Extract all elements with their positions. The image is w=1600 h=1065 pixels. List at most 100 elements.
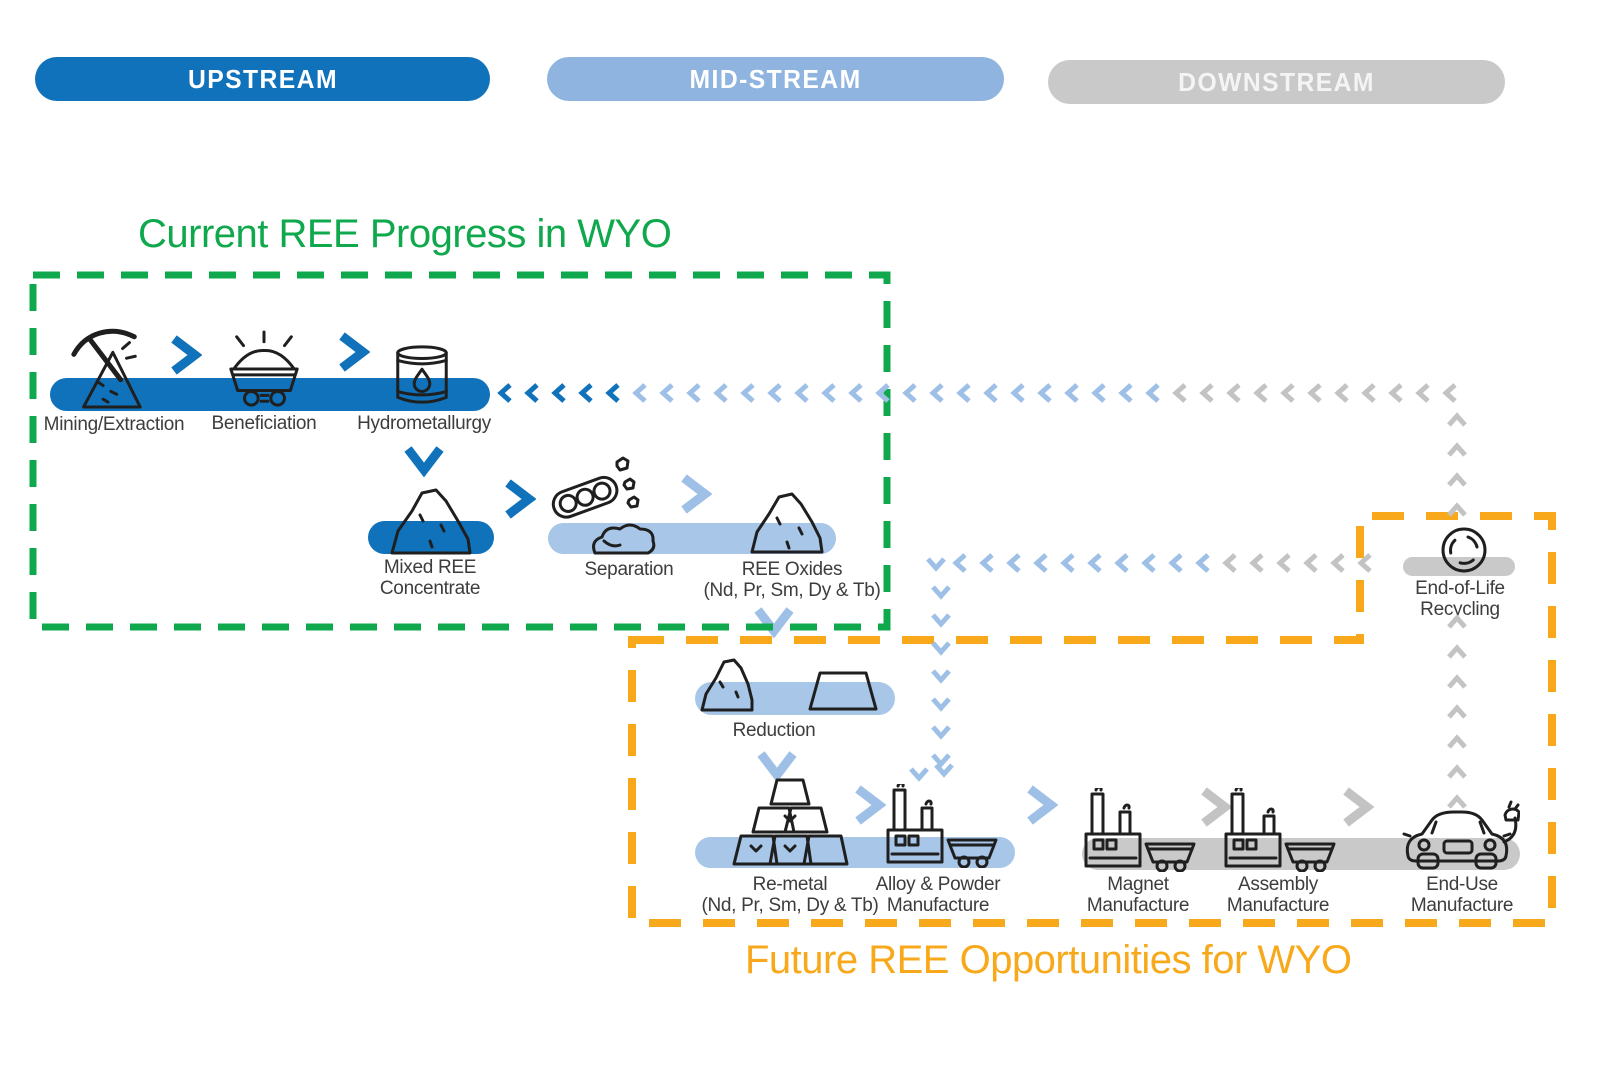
chevron-left-icon [1010, 382, 1026, 409]
chevron-down-icon [930, 668, 952, 689]
step-label-line: End-of-Life [1415, 578, 1505, 599]
chevron-down-icon [925, 556, 947, 577]
chevron-left-icon [1199, 382, 1215, 409]
arrow-down-icon [754, 607, 794, 638]
arrow-right-icon [681, 474, 712, 514]
chevron-left-icon [1006, 552, 1022, 579]
chevron-left-icon [1442, 382, 1458, 409]
step-label-hydrometallurgy: Hydrometallurgy [357, 413, 491, 434]
chevron-left-icon [1168, 552, 1184, 579]
chevron-left-icon [1303, 552, 1319, 579]
arrow-right-icon [171, 335, 202, 375]
step-label-end-use: End-Use Manufacture [1410, 874, 1514, 916]
step-label-line: Assembly [1238, 874, 1318, 895]
step-label-line: Recycling [1420, 599, 1500, 620]
stage-label-midstream: MID-STREAM [689, 63, 862, 94]
chevron-left-icon [1357, 552, 1373, 579]
step-label-line: Manufacture [1086, 895, 1190, 916]
chevron-left-icon [1064, 382, 1080, 409]
stage-label-downstream: DOWNSTREAM [1178, 66, 1375, 97]
chevron-up-icon [1446, 472, 1468, 493]
chevron-left-icon [1060, 552, 1076, 579]
step-label-line: Concentrate [379, 578, 481, 599]
step-label-line: Mixed REE [383, 557, 477, 578]
chevron-left-icon [956, 382, 972, 409]
chevron-down-icon [933, 762, 955, 783]
stage-pill-downstream: DOWNSTREAM [1048, 60, 1505, 104]
chevron-left-icon [605, 382, 621, 409]
chevron-left-icon [767, 382, 783, 409]
chevron-left-icon [1114, 552, 1130, 579]
arrow-right-icon [1027, 785, 1058, 825]
lying-rock-icon [590, 517, 658, 555]
chevron-left-icon [1388, 382, 1404, 409]
step-label-end-of-life: End-of-Life Recycling [1415, 578, 1505, 620]
chevron-left-icon [713, 382, 729, 409]
metal-ingot-icon [806, 668, 880, 714]
current-group-title: Current REE Progress in WYO [138, 212, 672, 256]
chevron-left-icon [1253, 382, 1269, 409]
chevron-down-icon [930, 612, 952, 633]
step-label-mining: Mining/Extraction [43, 414, 185, 435]
chevron-left-icon [659, 382, 675, 409]
chevron-left-icon [983, 382, 999, 409]
magnet-factory-icon [1076, 788, 1200, 872]
chevron-left-icon [524, 382, 540, 409]
chevron-left-icon [1172, 382, 1188, 409]
chevron-left-icon [551, 382, 567, 409]
arrow-down-icon [404, 446, 444, 477]
chevron-left-icon [1415, 382, 1431, 409]
arrow-right-icon [505, 479, 536, 519]
chevron-left-icon [1307, 382, 1323, 409]
chevron-up-icon [1446, 502, 1468, 523]
chevron-left-icon [1091, 382, 1107, 409]
step-label-magnet: Magnet Manufacture [1086, 874, 1190, 916]
step-label-line: (Nd, Pr, Sm, Dy & Tb) [701, 895, 879, 916]
chevron-left-icon [1118, 382, 1134, 409]
ree-oxides-rock-icon [747, 490, 827, 554]
chevron-left-icon [902, 382, 918, 409]
chevron-left-icon [1195, 552, 1211, 579]
chevron-left-icon [1222, 552, 1238, 579]
chevron-left-icon [1280, 382, 1296, 409]
chevron-left-icon [1141, 552, 1157, 579]
chevron-left-icon [740, 382, 756, 409]
chevron-left-icon [1361, 382, 1377, 409]
chevron-left-icon [686, 382, 702, 409]
chevron-left-icon [794, 382, 810, 409]
step-label-line: Manufacture [1226, 895, 1330, 916]
step-label-line: Manufacture [1410, 895, 1514, 916]
step-label-line: Magnet [1107, 874, 1169, 895]
pickaxe-icon [68, 323, 146, 411]
chevron-up-icon [1446, 704, 1468, 725]
stage-label-upstream: UPSTREAM [187, 63, 338, 94]
chevron-left-icon [632, 382, 648, 409]
reduction-rock-icon [698, 652, 756, 712]
recycle-icon [1440, 526, 1488, 574]
chevron-down-icon [930, 640, 952, 661]
chevron-up-icon [1446, 674, 1468, 695]
ore-rock-icon [386, 485, 476, 555]
arrow-right-icon [339, 332, 370, 372]
arrow-right-icon [1343, 787, 1374, 827]
step-label-line: (Nd, Pr, Sm, Dy & Tb) [703, 580, 881, 601]
barrel-icon [392, 344, 452, 408]
stage-pill-midstream: MID-STREAM [547, 57, 1004, 101]
ingot-stack-icon [731, 776, 849, 869]
step-label-ree-oxides: REE Oxides (Nd, Pr, Sm, Dy & Tb) [703, 559, 880, 601]
stage-pill-upstream: UPSTREAM [35, 57, 490, 101]
chevron-left-icon [1033, 552, 1049, 579]
step-label-separation: Separation [584, 559, 674, 580]
chevron-left-icon [578, 382, 594, 409]
chevron-down-icon [930, 584, 952, 605]
chevron-left-icon [848, 382, 864, 409]
chevron-left-icon [1226, 382, 1242, 409]
chevron-left-icon [1334, 382, 1350, 409]
chevron-left-icon [1145, 382, 1161, 409]
chevron-up-icon [1446, 734, 1468, 755]
future-group-title: Future REE Opportunities for WYO [745, 938, 1352, 982]
step-label-line: REE Oxides [741, 559, 843, 580]
step-label-reduction: Reduction [732, 720, 816, 741]
step-label-assembly: Assembly Manufacture [1226, 874, 1330, 916]
step-label-line: End-Use [1426, 874, 1498, 895]
